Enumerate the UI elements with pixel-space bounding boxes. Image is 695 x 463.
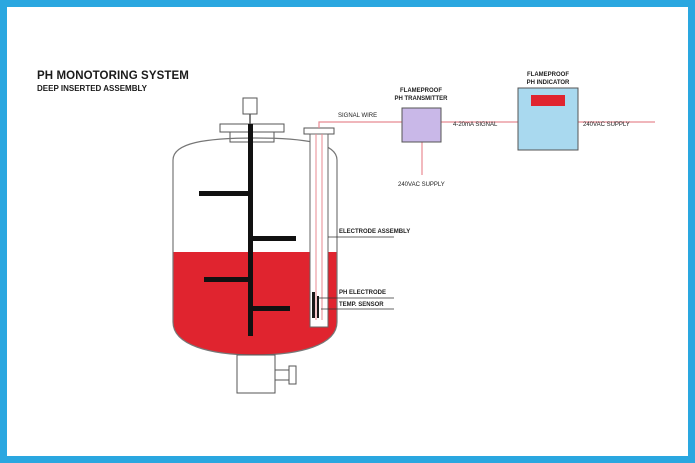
temp-sensor-label: TEMP. SENSOR — [339, 302, 384, 308]
transmitter-box — [401, 107, 442, 143]
ph-system-diagram: SIGNAL WIRE FLAMEPROOF PH TRANSMITTER 4-… — [172, 72, 655, 394]
ph-electrode-label: PH ELECTRODE — [339, 290, 386, 296]
signal-wire-label: SIGNAL WIRE — [338, 113, 377, 119]
electrode-assembly — [303, 127, 335, 328]
indicator-label-line1: FLAMEPROOF — [527, 72, 569, 78]
ph-indicator — [517, 87, 579, 151]
agitator-blade-3 — [204, 277, 251, 282]
electrode-flange — [303, 127, 335, 135]
indicator-display — [531, 95, 565, 106]
transmitter-supply-label: 240VAC SUPPLY — [398, 182, 445, 188]
diagram-title: PH MONOTORING SYSTEM — [37, 70, 189, 82]
wiring — [318, 121, 655, 175]
diagram-subtitle: DEEP INSERTED ASSEMBLY — [37, 84, 147, 93]
transmitter-label-line1: FLAMEPROOF — [400, 88, 442, 94]
electrode-tube — [309, 133, 329, 328]
agitator-motor — [242, 97, 258, 115]
leader-lines — [319, 236, 394, 310]
agitator-blade-4 — [250, 306, 290, 311]
indicator-supply-label: 240VAC SUPPLY — [583, 122, 630, 128]
bottom-outlet — [236, 354, 276, 394]
ph-electrode-probe — [312, 292, 315, 318]
agitator-blade-2 — [250, 236, 296, 241]
title-block: PH MONOTORING SYSTEM DEEP INSERTED ASSEM… — [37, 70, 189, 93]
electrode-assembly-label: ELECTRODE ASSEMBLY — [339, 229, 410, 235]
outlet-valve — [274, 369, 290, 381]
indicator-label-line2: PH INDICATOR — [527, 80, 570, 86]
ph-transmitter — [401, 107, 442, 143]
agitator — [199, 97, 296, 336]
agitator-shaft — [248, 124, 253, 336]
outlet-valve-flange — [288, 365, 297, 385]
vessel-shell — [172, 137, 338, 356]
transmitter-label-line2: PH TRANSMITTER — [395, 96, 449, 102]
signal-wire — [318, 121, 402, 128]
temp-sensor-probe — [317, 296, 319, 318]
current-signal-label: 4-20mA SIGNAL — [453, 122, 498, 128]
agitator-blade-1 — [199, 191, 251, 196]
